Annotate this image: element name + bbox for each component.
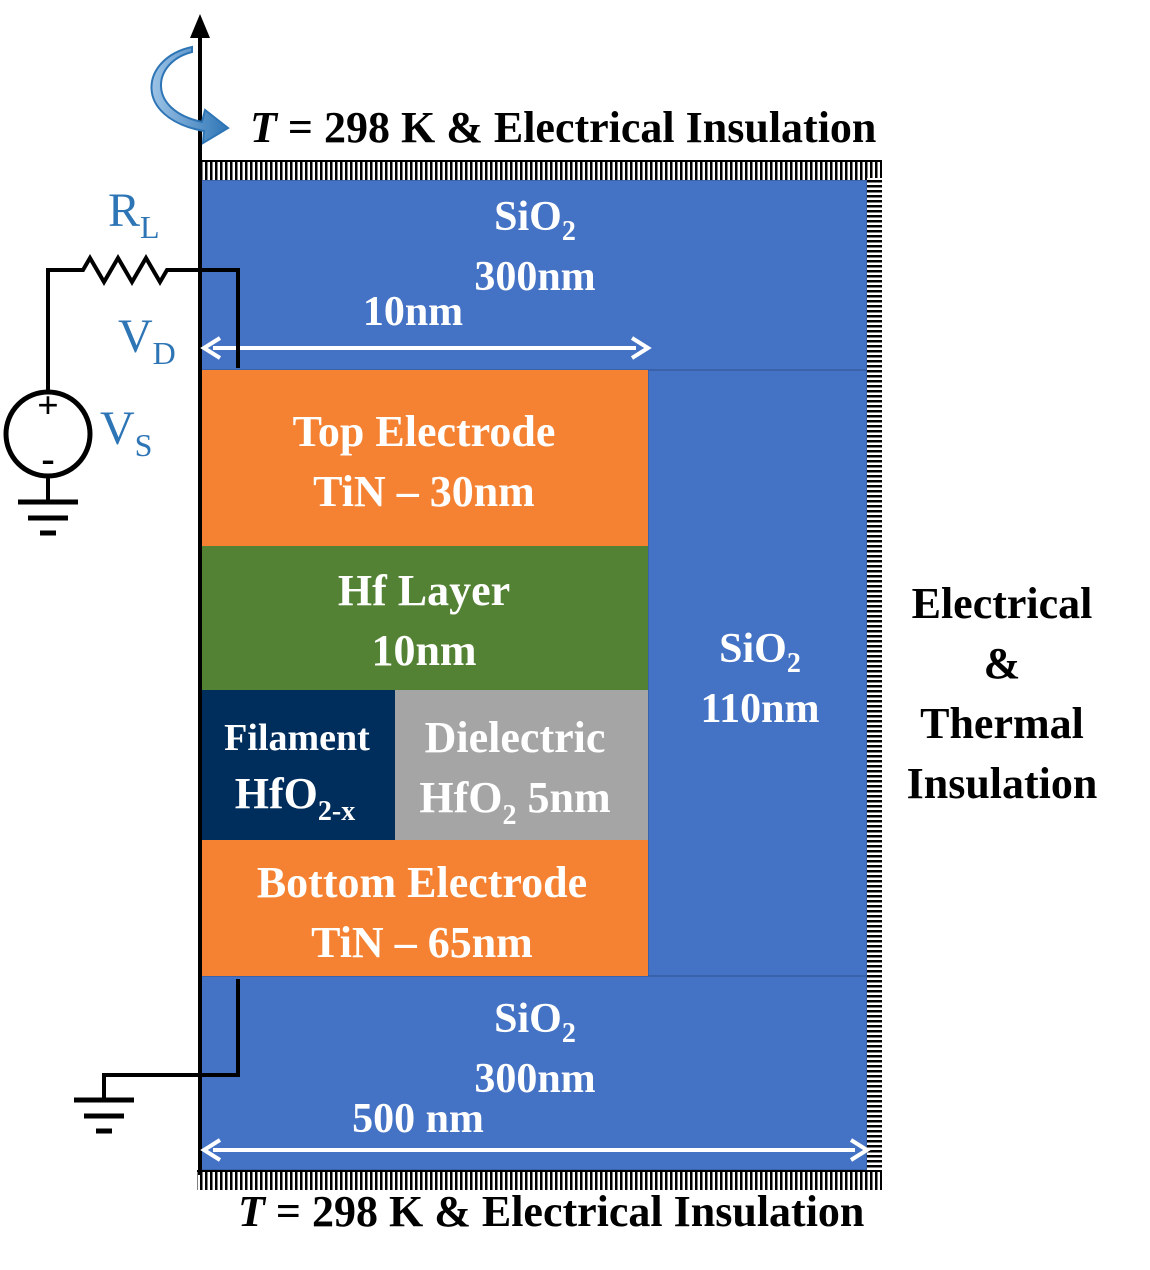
electrode-width-arrow <box>200 336 652 360</box>
source-voltage-label: VS <box>100 402 152 463</box>
right-boundary-hatch <box>867 178 882 1172</box>
total-width-arrow <box>200 1138 871 1162</box>
hf-layer-region <box>200 546 648 690</box>
source-plus-sign: + <box>37 385 59 427</box>
top-electrode-label: Top Electrode <box>293 407 556 456</box>
total-width-label: 500 nm <box>352 1096 484 1142</box>
sio2-bottom-label: SiO2 <box>494 996 576 1049</box>
bottom-electrode-label: Bottom Electrode <box>257 858 587 907</box>
right-boundary-label-line3: Thermal <box>920 699 1084 748</box>
top-electrode-thickness: TiN – 30nm <box>313 467 535 516</box>
bottom-electrode-region <box>200 840 648 976</box>
sio2-top-label: SiO2 <box>494 194 576 247</box>
load-resistor-icon <box>46 254 240 395</box>
filament-label: Filament <box>224 717 370 759</box>
device-voltage-label: VD <box>118 310 176 371</box>
axis-arrowhead <box>190 14 210 38</box>
sio2-top-thickness: 300nm <box>474 254 595 300</box>
right-boundary-label-line2: & <box>984 639 1021 688</box>
bottom-boundary-hatch <box>197 1172 882 1190</box>
rotation-arrow-icon <box>150 45 230 145</box>
bottom-boundary-label: T = 298 K & Electrical Insulation <box>238 1187 864 1236</box>
right-boundary-label-line1: Electrical <box>912 579 1093 628</box>
sio2-right-region <box>647 369 868 977</box>
sio2-bottom-thickness: 300nm <box>474 1056 595 1102</box>
source-minus-sign: - <box>41 436 54 481</box>
electrode-width-label: 10nm <box>363 289 463 335</box>
sio2-right-label: SiO2 <box>719 626 801 679</box>
hf-layer-thickness: 10nm <box>371 626 476 675</box>
top-boundary-hatch <box>200 160 882 180</box>
sio2-bottom-region <box>199 975 868 1171</box>
dielectric-material: HfO2 5nm <box>419 773 610 831</box>
filament-region <box>200 690 395 840</box>
load-resistor-label: RL <box>108 184 160 245</box>
hf-layer-label: Hf Layer <box>338 566 510 615</box>
filament-material: HfO2-x <box>235 769 355 827</box>
bottom-electrode-thickness: TiN – 65nm <box>311 918 533 967</box>
dielectric-label: Dielectric <box>425 713 606 762</box>
right-boundary-label-line4: Insulation <box>907 759 1098 808</box>
voltage-source-icon <box>3 389 93 479</box>
ground-wire <box>102 979 240 1098</box>
dielectric-region <box>395 690 648 840</box>
source-ground-icon <box>18 499 78 536</box>
sio2-right-thickness: 110nm <box>700 686 819 732</box>
bottom-ground-icon <box>74 1097 134 1134</box>
sio2-top-region <box>199 179 868 371</box>
top-electrode-region <box>200 370 648 546</box>
top-boundary-label: T = 298 K & Electrical Insulation <box>250 103 876 152</box>
